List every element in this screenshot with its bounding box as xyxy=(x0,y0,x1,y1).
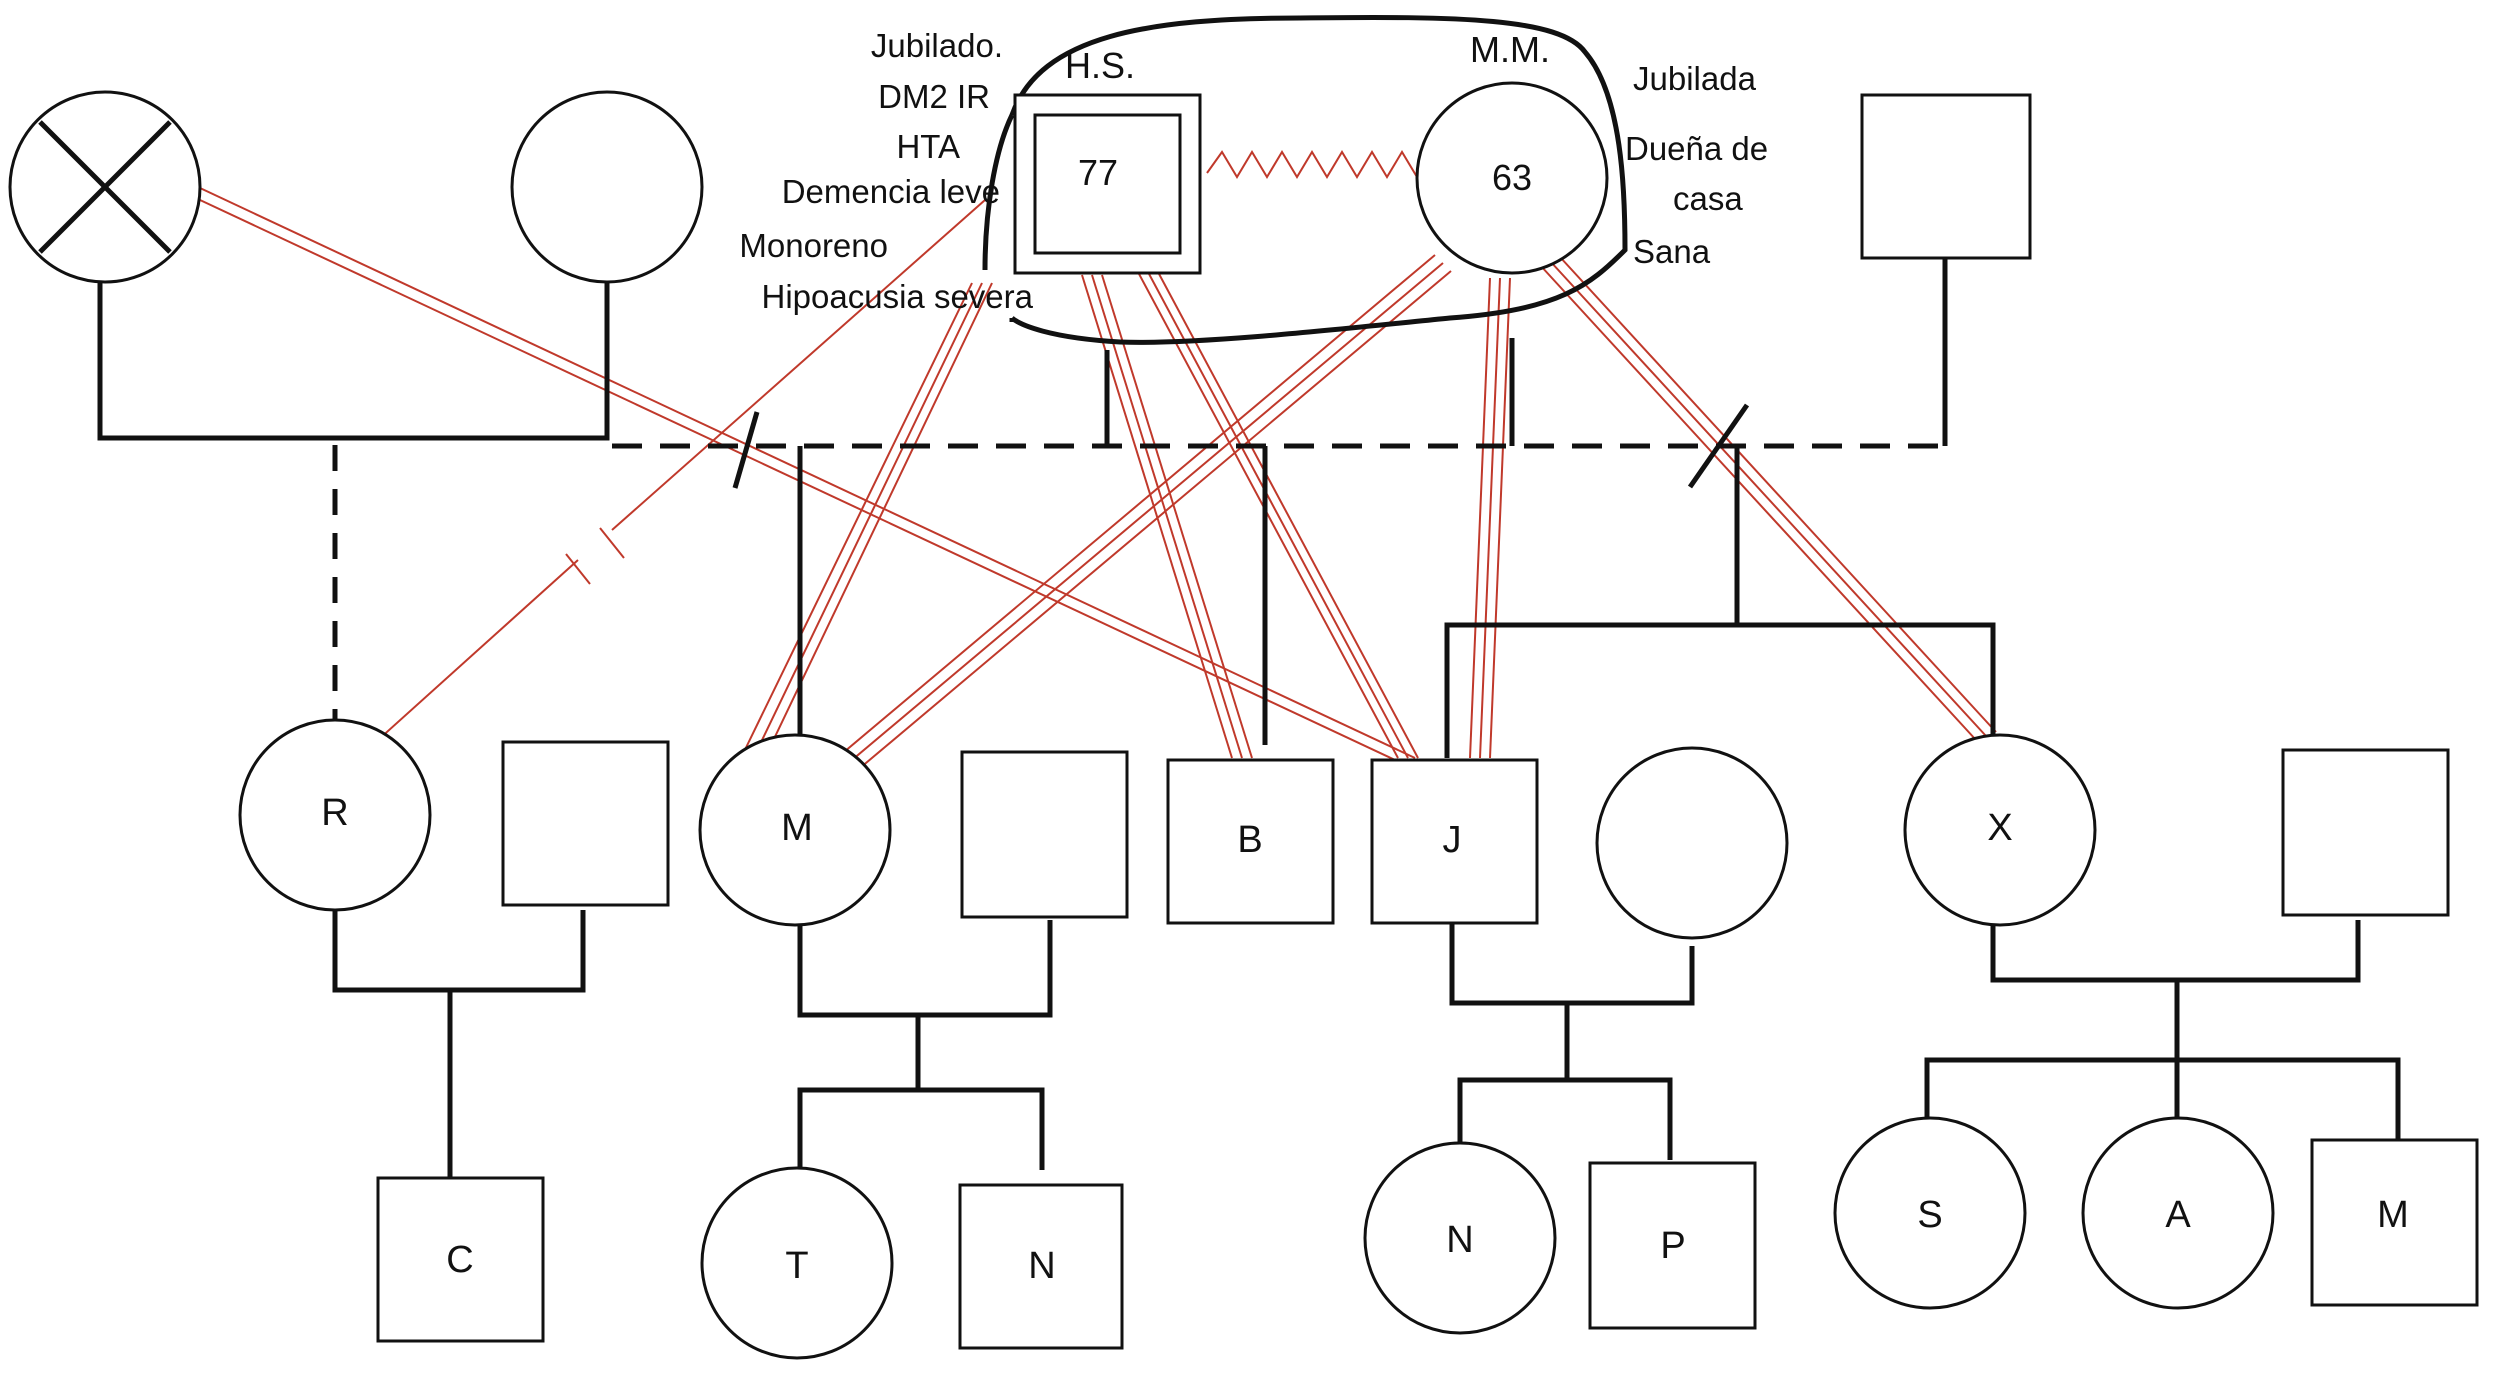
relation-mother-m xyxy=(824,254,1452,785)
label-a: A xyxy=(2165,1194,2191,1236)
person-deceased-grandfather xyxy=(8,90,202,284)
person-m2 xyxy=(2310,1138,2479,1307)
person-stepfather xyxy=(1860,93,2032,260)
divorce-slash-left xyxy=(732,411,760,489)
relation-grandfather-j xyxy=(199,187,1416,768)
label-n1: N xyxy=(1028,1245,1055,1287)
person-j-partner xyxy=(1595,746,1789,940)
person-r xyxy=(238,718,432,912)
relation-mother-x xyxy=(1539,256,1997,741)
father-note: Hipoacusia severa xyxy=(762,278,1034,315)
person-n1 xyxy=(958,1183,1124,1350)
father-note: HTA xyxy=(896,128,960,165)
person-grandmother xyxy=(510,90,704,284)
person-r-partner xyxy=(501,740,670,907)
union-j xyxy=(1449,923,1695,1168)
father-notes: Jubilado. DM2 IR HTA Demencia leve Monor… xyxy=(739,27,1033,315)
label-j: J xyxy=(1443,819,1462,861)
descent-j-x xyxy=(1444,446,1996,758)
relation-father-b xyxy=(1081,274,1253,759)
header-index-father: H.S. xyxy=(1065,45,1135,86)
label-r: R xyxy=(321,792,348,834)
person-x xyxy=(1903,733,2097,927)
person-x-partner xyxy=(2281,748,2450,917)
person-p xyxy=(1588,1161,1757,1330)
header-index-mother: M.M. xyxy=(1470,29,1550,70)
divorce-slash-right xyxy=(1687,403,1750,489)
person-c xyxy=(376,1176,545,1343)
person-s xyxy=(1833,1116,2027,1310)
household-boundary xyxy=(982,14,1628,345)
label-c: C xyxy=(446,1239,473,1281)
person-index-father xyxy=(1013,93,1202,275)
label-index-father: 77 xyxy=(1078,152,1118,193)
label-m2: M xyxy=(2377,1194,2409,1236)
relation-father-m xyxy=(739,282,993,767)
label-m: M xyxy=(781,807,813,849)
person-n2 xyxy=(1363,1141,1557,1335)
people-symbols xyxy=(8,81,2479,1360)
label-x: X xyxy=(1987,807,2012,849)
label-p: P xyxy=(1660,1225,1685,1267)
union-grandparents xyxy=(97,282,610,441)
mother-note: Jubilada xyxy=(1633,60,1757,97)
union-m xyxy=(797,920,1053,1180)
label-b: B xyxy=(1237,819,1262,861)
relation-father-mother-conflict xyxy=(1206,150,1423,180)
mother-notes: Jubilada Dueña de casa Sana xyxy=(1625,60,1768,270)
person-a xyxy=(2081,1116,2275,1310)
person-labels: 77 63 H.S. M.M. R M B J X C T N N P S A … xyxy=(321,29,2409,1287)
person-index-mother xyxy=(1415,81,1609,275)
label-s: S xyxy=(1917,1194,1942,1236)
family-structure-lines xyxy=(97,14,2401,1180)
mother-note: casa xyxy=(1673,180,1743,217)
label-t: T xyxy=(785,1245,808,1287)
relation-father-j xyxy=(1137,271,1419,759)
label-index-mother: 63 xyxy=(1492,157,1532,198)
father-note: Demencia leve xyxy=(782,173,1000,210)
person-j xyxy=(1370,758,1539,925)
father-note: DM2 IR xyxy=(878,78,990,115)
father-note: Jubilado. xyxy=(871,27,1003,64)
person-b xyxy=(1166,758,1335,925)
relation-mother-j xyxy=(1469,277,1511,759)
mother-note: Sana xyxy=(1633,233,1711,270)
union-x xyxy=(1924,920,2401,1140)
label-n2: N xyxy=(1446,1219,1473,1261)
relation-father-r-broken xyxy=(377,199,986,741)
person-m-partner xyxy=(960,750,1129,919)
union-r xyxy=(332,910,586,1178)
mother-note: Dueña de xyxy=(1625,130,1768,167)
person-m xyxy=(698,733,892,927)
person-t xyxy=(700,1166,894,1360)
father-note: Monoreno xyxy=(739,227,888,264)
